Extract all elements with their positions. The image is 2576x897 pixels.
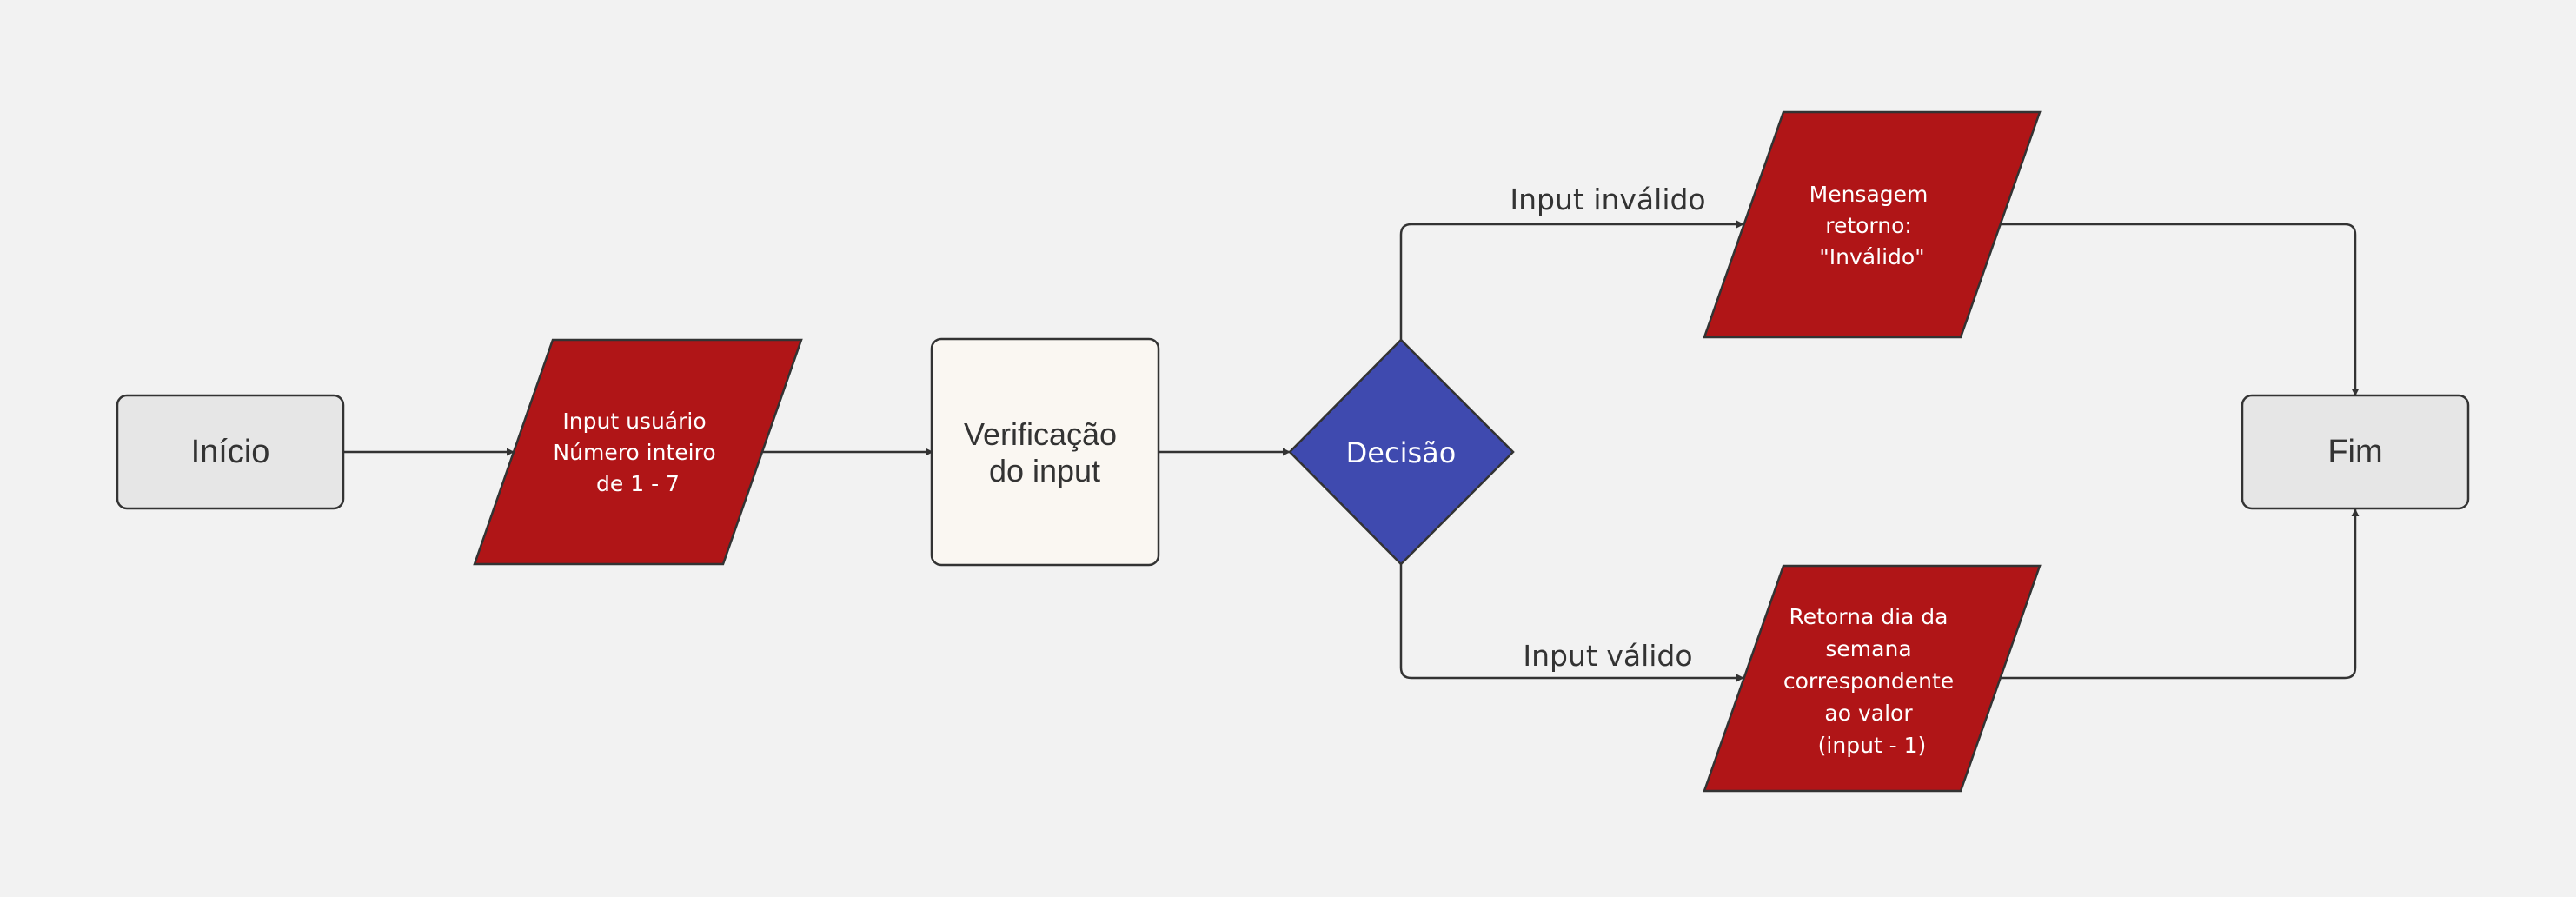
valid-message-line-4: ao valor	[1824, 701, 1913, 726]
edge-valid-to-end	[2001, 508, 2360, 680]
decision-node-label: Decisão	[1346, 436, 1457, 469]
connectors	[343, 220, 2360, 682]
valid-message-node: Retorna dia da semana correspondente ao …	[1703, 564, 2042, 793]
verify-node-shape	[930, 337, 1160, 567]
edge-label-valid: Input válido	[1523, 639, 1692, 673]
input-node-line-2: Número inteiro	[553, 440, 715, 465]
valid-message-node-shape	[1703, 564, 2042, 793]
input-node-text: Input usuário Número inteiro de 1 - 7	[553, 409, 722, 496]
edge-label-invalid: Input inválido	[1510, 183, 1705, 216]
valid-message-line-3: correspondente	[1783, 668, 1954, 694]
valid-message-line-5: (input - 1)	[1818, 733, 1927, 758]
invalid-message-line-3: "Inválido"	[1819, 244, 1924, 269]
verify-node-text: Verificação do input	[964, 416, 1125, 488]
invalid-message-node: Mensagem retorno: "Inválido"	[1703, 110, 2042, 339]
input-node: Input usuário Número inteiro de 1 - 7	[473, 338, 803, 566]
invalid-message-line-1: Mensagem	[1809, 182, 1929, 207]
invalid-message-line-2: retorno:	[1825, 213, 1912, 238]
valid-message-line-1: Retorna dia da	[1789, 604, 1949, 629]
valid-message-node-text: Retorna dia da semana correspondente ao …	[1783, 604, 1961, 758]
edge-invalid-to-end	[2001, 223, 2360, 396]
verify-node-line-2: do input	[989, 453, 1100, 488]
end-node-shape	[2241, 394, 2470, 510]
valid-message-line-2: semana	[1825, 636, 1911, 661]
start-node-label: Início	[191, 434, 270, 470]
edge-decision-to-invalid	[1399, 220, 1744, 340]
input-node-line-3: de 1 - 7	[596, 471, 680, 496]
verify-node: Verificação do input	[930, 337, 1160, 567]
verify-node-line-1: Verificação	[964, 416, 1117, 452]
start-node-shape	[116, 394, 345, 510]
start-node: Início	[116, 394, 345, 510]
decision-node-shape	[1288, 338, 1515, 566]
invalid-message-node-text: Mensagem retorno: "Inválido"	[1809, 182, 1935, 269]
decision-node: Decisão	[1288, 338, 1515, 566]
input-node-line-1: Input usuário	[562, 409, 706, 434]
edge-decision-to-valid	[1399, 564, 1744, 682]
input-node-shape	[473, 338, 803, 566]
invalid-message-node-shape	[1703, 110, 2042, 339]
end-node: Fim	[2241, 394, 2470, 510]
end-node-label: Fim	[2327, 434, 2382, 470]
